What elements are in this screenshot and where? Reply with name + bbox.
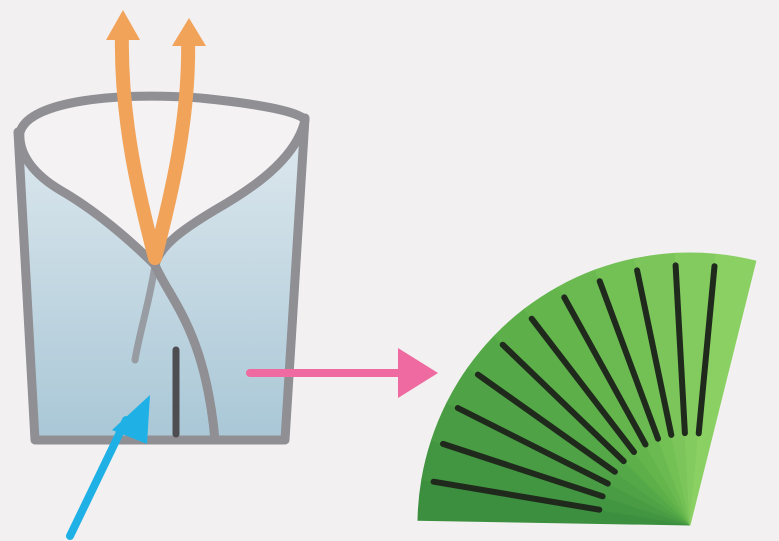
- transfer-arrow-head: [398, 348, 438, 398]
- outflow-arrow-left-head: [106, 10, 140, 40]
- outflow-arrow-right-head: [172, 18, 206, 46]
- fan-leaf: [418, 253, 756, 525]
- container: [18, 96, 305, 440]
